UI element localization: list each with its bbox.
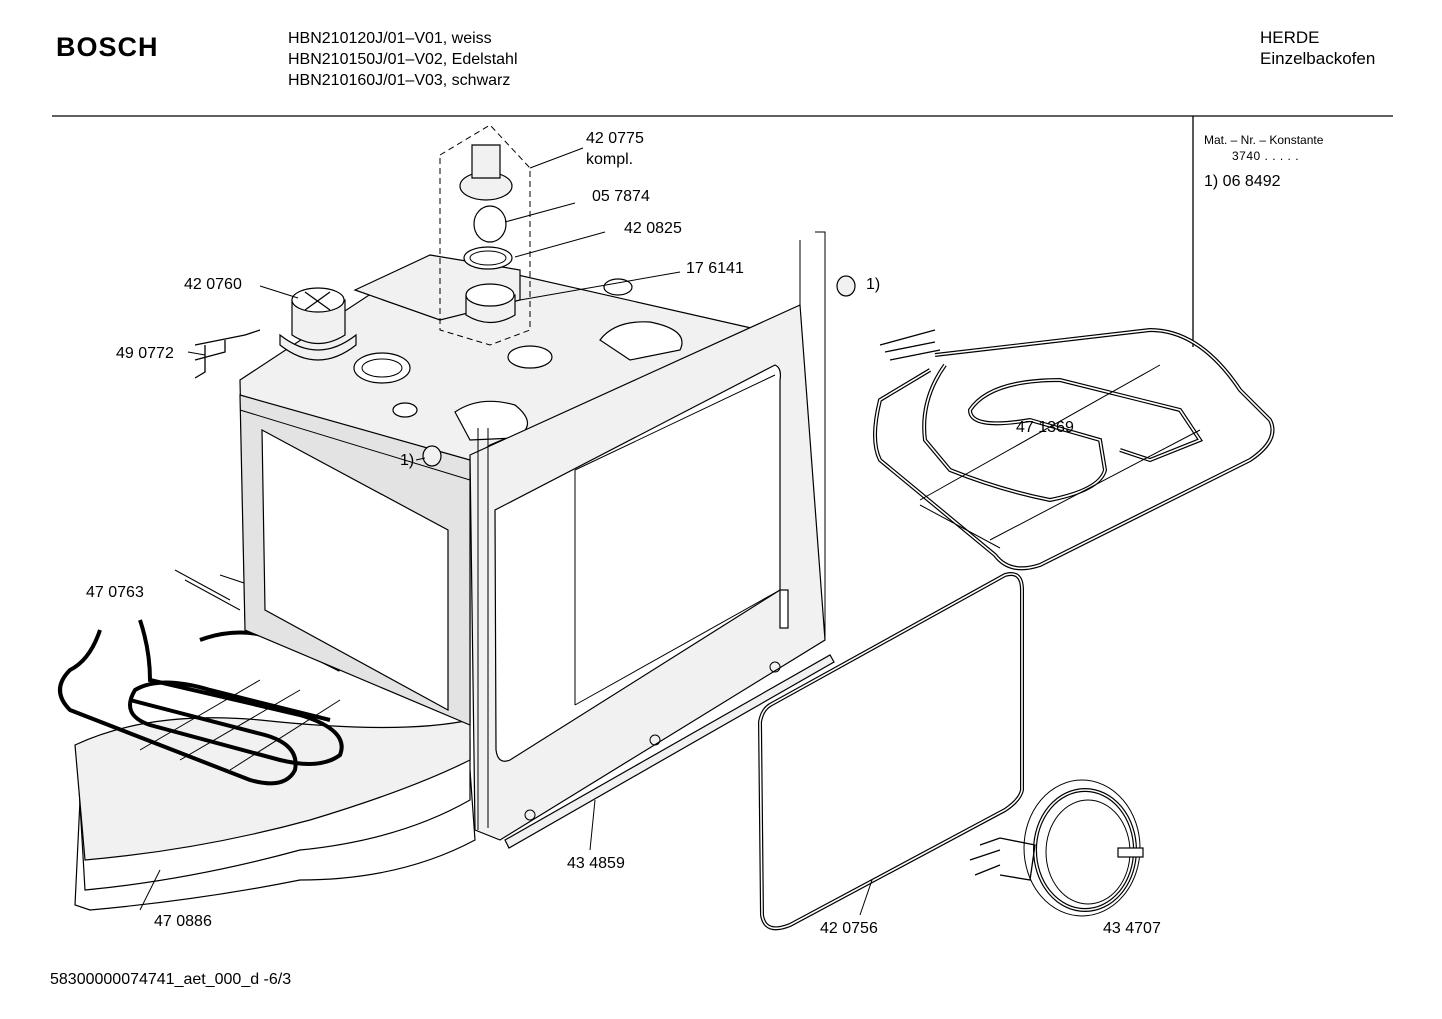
ring-heating-element	[969, 779, 1144, 917]
part-footnote-ref-side: 1)	[400, 452, 415, 469]
brand-logo: BOSCH	[56, 32, 159, 62]
part-lamp-socket: 17 6141	[686, 260, 744, 277]
part-fan-mount: 42 0760	[184, 276, 242, 293]
leader-lines	[139, 147, 873, 916]
subcategory-label: Einzelbackofen	[1260, 49, 1376, 68]
part-baking-mat: 47 0886	[154, 913, 212, 930]
footnote-part-number: 1) 06 8492	[1204, 173, 1281, 190]
door-seal	[757, 572, 1024, 931]
door-bottom-rail	[504, 654, 835, 849]
konstante-value: 3740 . . . . .	[1232, 149, 1300, 163]
category-label: HERDE	[1260, 28, 1320, 47]
oven-lamp-assembly	[439, 124, 531, 346]
part-door-seal: 42 0756	[820, 920, 878, 937]
part-ring-heater: 43 4707	[1103, 920, 1161, 937]
part-lamp-assembly-note: kompl.	[586, 151, 634, 168]
part-cable-bracket: 49 0772	[116, 345, 174, 362]
part-bottom-rail: 43 4859	[567, 855, 625, 872]
lamp-cover-top	[836, 275, 856, 297]
cable-bracket	[194, 329, 261, 379]
top-grill-element	[873, 327, 1275, 571]
model-line-3: HBN210160J/01–V03, schwarz	[288, 72, 511, 89]
part-top-grill: 47 1369	[1016, 419, 1074, 436]
part-lower-heater: 47 0763	[86, 584, 144, 601]
front-frame	[469, 231, 826, 841]
part-lamp-seal: 42 0825	[624, 220, 682, 237]
oven-cavity	[239, 254, 762, 726]
part-footnote-ref-top: 1)	[866, 276, 881, 293]
part-lamp-bulb: 05 7874	[592, 188, 650, 205]
baking-mat	[74, 717, 476, 911]
document-id: 58300000074741_aet_000_d -6/3	[50, 971, 292, 988]
lamp-cover-side	[422, 445, 442, 467]
konstante-label: Mat. – Nr. – Konstante	[1204, 133, 1324, 147]
part-lamp-assembly: 42 0775	[586, 130, 644, 147]
fan-motor-mount	[279, 287, 357, 361]
model-line-1: HBN210120J/01–V01, weiss	[288, 30, 492, 47]
model-line-2: HBN210150J/01–V02, Edelstahl	[288, 51, 518, 68]
